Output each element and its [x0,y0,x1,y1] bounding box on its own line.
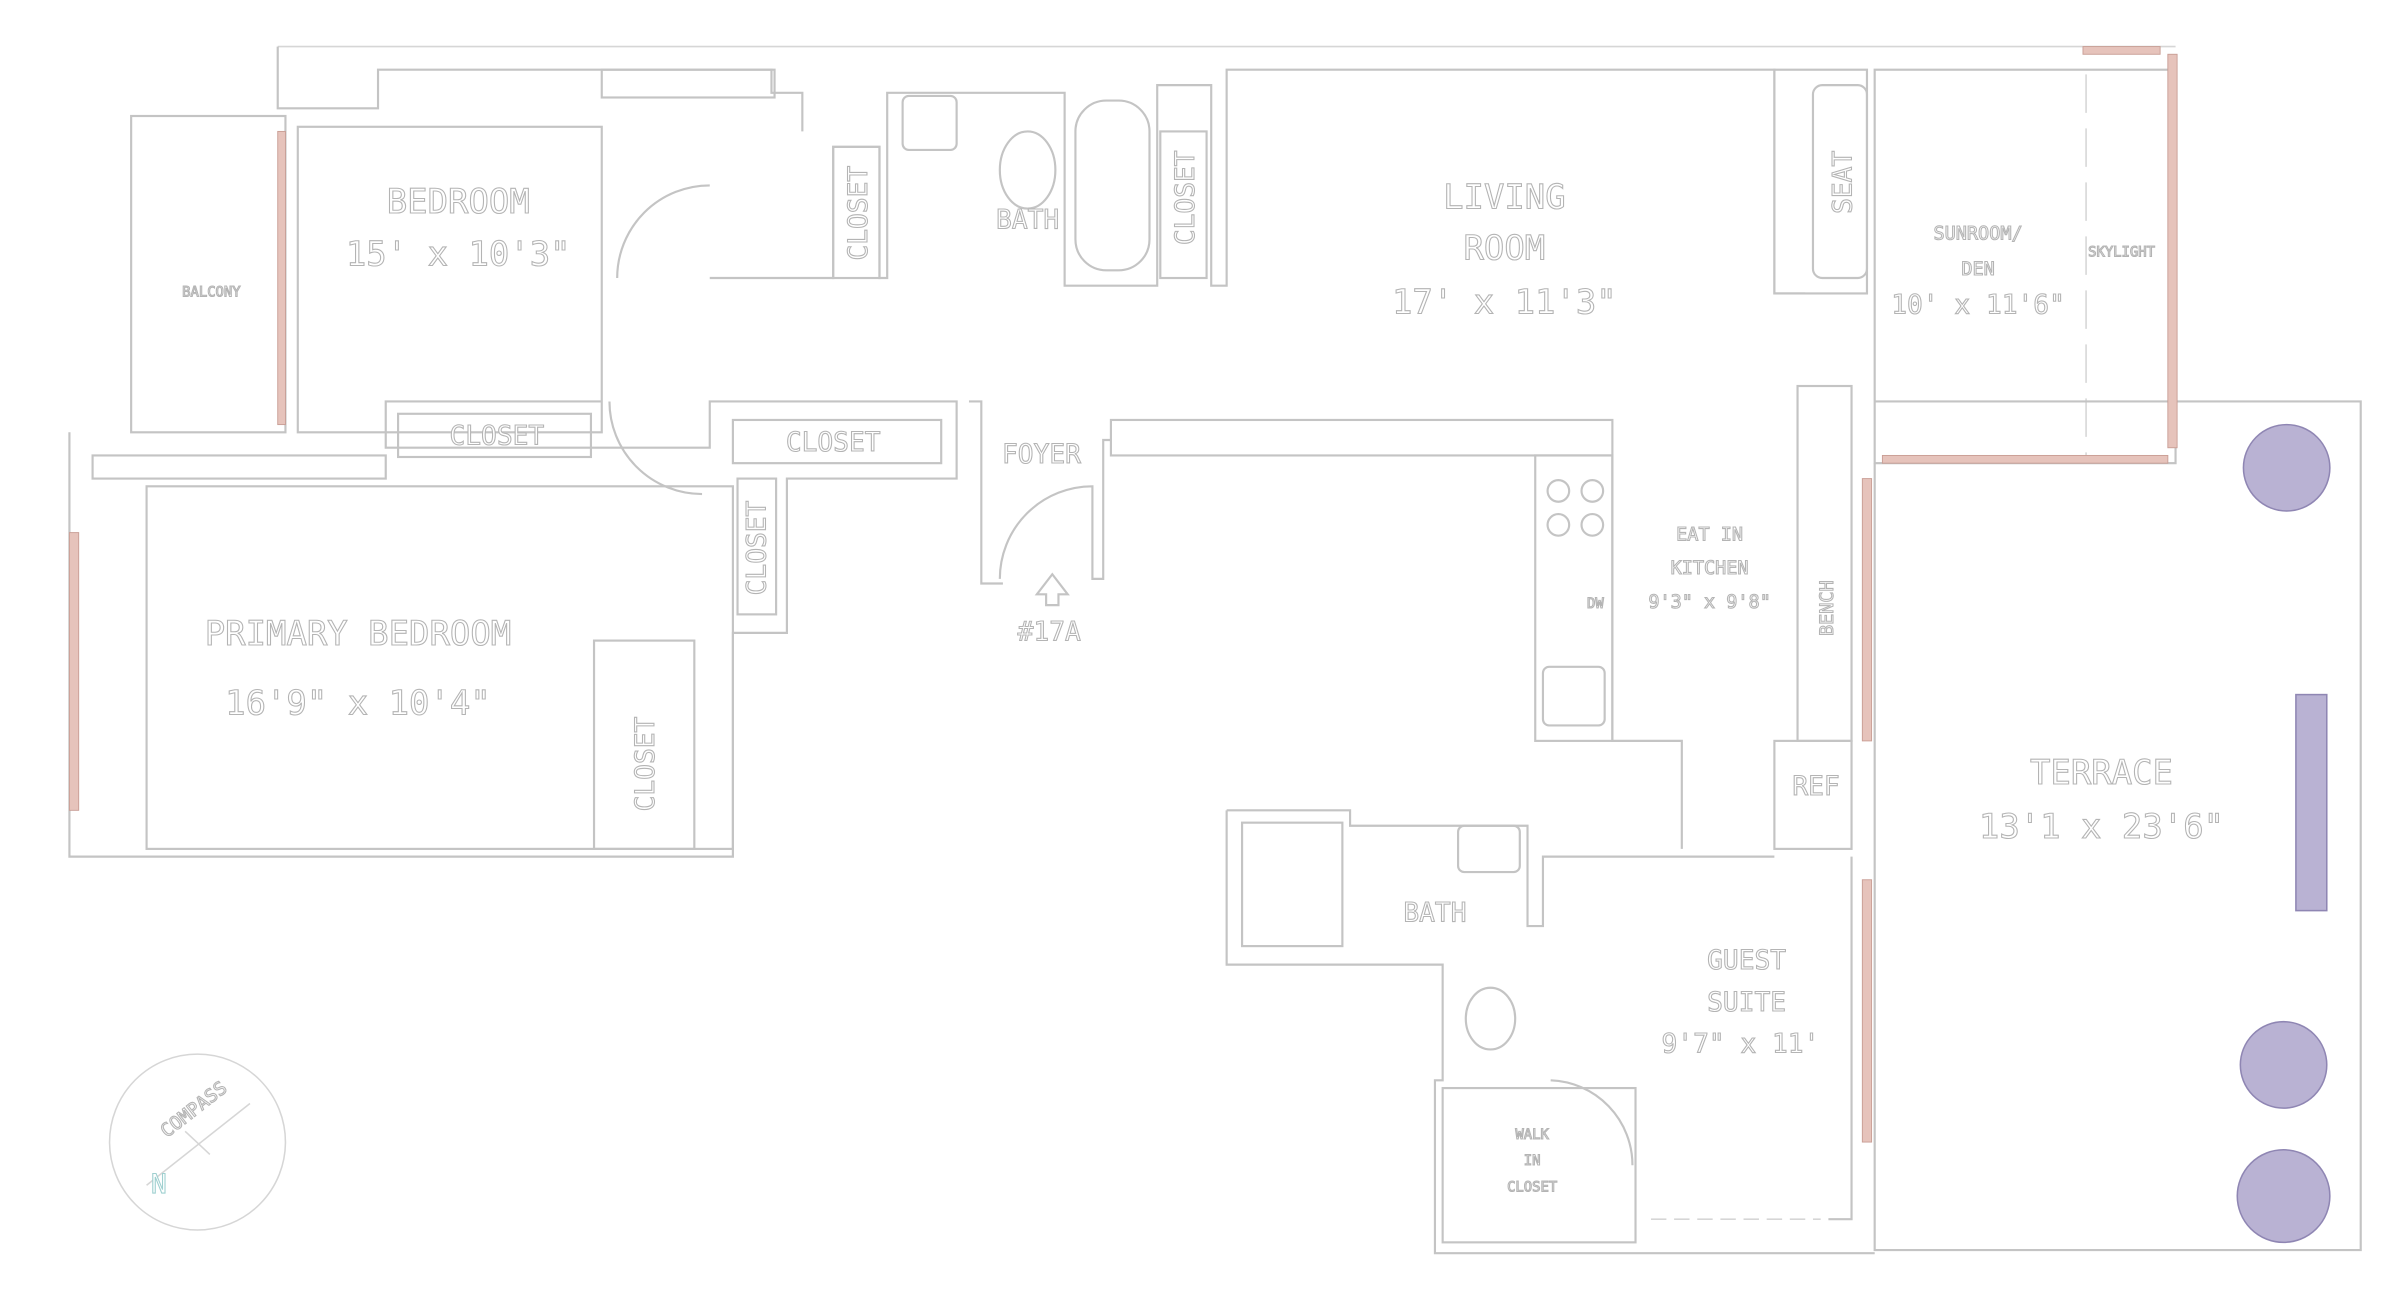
planter-icon [2295,693,2328,912]
closet-bath-right [1159,130,1208,280]
closet-label: CLOSET [742,500,772,595]
primary-bedroom-label: PRIMARY BEDROOM [205,614,511,654]
bedroom-outline [296,125,603,434]
walls [68,45,2362,1255]
closet-hall [731,418,943,465]
kitchen-sink [1541,665,1606,727]
plant-icon [2242,423,2331,512]
plants [2236,423,2331,1244]
shower [1240,821,1344,948]
compass-north: N [151,1170,167,1200]
compass-label: COMPASS [157,1078,231,1143]
sink-2 [1457,824,1521,874]
plant-icon [2239,1020,2328,1109]
guest-suite-label-2: SUITE [1707,988,1786,1018]
unit-number: #17A [1018,618,1081,648]
sunroom-label-1: SUNROOM/ [1934,223,2023,244]
closet-label: CLOSET [631,716,661,811]
sunroom-dims: 10' x 11'6" [1891,290,2065,320]
walk-in-closet-outline [1441,1086,1637,1244]
kitchen-label-2: KITCHEN [1671,558,1749,579]
kitchen-dims: 9'3" x 9'8" [1648,592,1771,613]
bath-2-label: BATH [1403,898,1466,928]
kitchen-counter [1534,454,1614,742]
counter-top [1109,418,1614,457]
closet-hall-2 [736,477,778,616]
closet-label: CLOSET [449,422,544,452]
balcony-outline [130,114,287,434]
compass-icon: COMPASS N [108,1053,287,1231]
plant-icon [2236,1149,2331,1244]
refrigerator [1773,739,1853,850]
seat-label: SEAT [1829,151,1859,214]
bedroom-label: BEDROOM [387,182,530,222]
toilet-2 [1464,986,1517,1051]
dishwasher-label: DW [1587,596,1604,612]
closet-primary [592,639,696,850]
balcony-label: BALCONY [182,285,241,301]
guest-suite-dims: 9'7" x 11' [1662,1030,1820,1060]
primary-bedroom-dims: 16'9" x 10'4" [225,684,491,724]
closet-bedroom [397,412,593,459]
sunroom-outline [1873,68,2177,465]
terrace-label: TERRACE [2030,753,2173,793]
walk-in-closet-label-1: WALK [1515,1127,1549,1143]
bath-label: BATH [996,206,1059,236]
guest-suite-label-1: GUEST [1707,946,1786,976]
bathtub [1074,99,1151,272]
skylight-label: SKYLIGHT [2088,244,2155,260]
sink [901,94,958,152]
walk-in-closet-label-2: IN [1524,1153,1541,1169]
labels: BALCONY BEDROOM 15' x 10'3" CLOSET CLOSE… [182,150,2225,1196]
kitchen-label-1: EAT IN [1676,524,1743,545]
terrace-dims: 13'1 x 23'6" [1979,807,2224,847]
living-room-dims: 17' x 11'3" [1392,282,1617,322]
bench [1796,384,1853,742]
foyer-label: FOYER [1002,440,1081,470]
bedroom-dims: 15' x 10'3" [346,235,571,275]
living-room-label-1: LIVING [1443,178,1566,218]
sunroom-label-2: DEN [1961,259,1994,280]
walk-in-closet-label-3: CLOSET [1507,1179,1558,1195]
closet-label: CLOSET [786,428,881,458]
windows [68,46,2178,1143]
ref-label: REF [1792,772,1839,802]
closet-label: CLOSET [844,166,874,261]
closet-label: CLOSET [1171,150,1201,245]
entry-arrow-icon [1034,572,1070,607]
bench-label: BENCH [1817,580,1838,636]
closet-bath-left [832,145,881,280]
living-room-label-2: ROOM [1464,228,1546,268]
toilet [998,130,1057,210]
